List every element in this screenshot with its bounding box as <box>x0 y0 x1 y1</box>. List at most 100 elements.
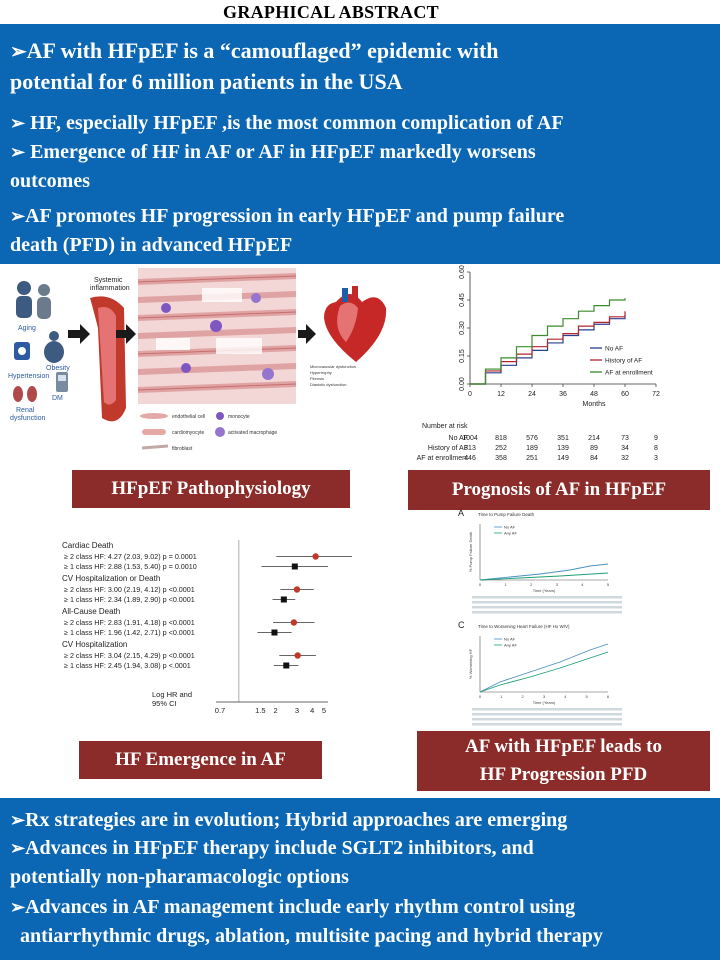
panel-x-tick: 3 <box>556 582 559 587</box>
risk-row-value: 252 <box>495 445 507 452</box>
bullet-common-complication: ➢ HF, especially HFpEF ,is the most comm… <box>10 112 564 134</box>
panel-y-label: % Pump Failure Death <box>468 532 473 572</box>
forest-group-title: All-Cause Death <box>62 607 120 616</box>
forest-x-tick: 5 <box>322 706 326 715</box>
events-table-row <box>472 713 622 716</box>
panel-legend: No AF <box>504 525 516 530</box>
hazard-ratio-point <box>291 563 298 570</box>
panel-legend: Any AF <box>504 531 517 536</box>
inflammation-label: inflammation <box>90 285 130 292</box>
panel-legend: Any AF <box>504 643 517 648</box>
obesity-icon <box>44 331 64 363</box>
hf-emergence-label: HF Emergence in AF <box>79 741 322 779</box>
forest-row-label: ≥ 1 class HF: 2.45 (1.94, 3.08) p <.0001 <box>64 661 191 670</box>
forest-x-tick: 4 <box>310 706 314 715</box>
outcome-fibrosis: Fibrosis <box>310 376 324 381</box>
forest-row-label: ≥ 1 class HF: 1.96 (1.42, 2.71) p <0.000… <box>64 628 195 637</box>
forest-group-title: CV Hospitalization <box>62 640 127 649</box>
panel-x-tick: 5 <box>607 582 610 587</box>
y-tick-label: 0.30 <box>459 321 466 335</box>
panel-letter: A <box>458 508 464 518</box>
x-tick-label: 60 <box>621 391 629 398</box>
risk-row-value: 358 <box>495 455 507 462</box>
myocardium-tissue-illustration <box>137 268 297 404</box>
x-tick-label: 36 <box>559 391 567 398</box>
hf-progression-label-line1: AF with HFpEF leads to <box>464 736 663 757</box>
panel-x-tick: 6 <box>607 694 610 699</box>
series-no-af <box>479 651 609 693</box>
risk-table-title: Number at risk <box>422 423 468 430</box>
forest-group-title: CV Hospitalization or Death <box>62 574 160 583</box>
outcome-hypertrophy: Hypertrophy <box>310 370 332 375</box>
events-table-row <box>472 708 622 711</box>
therapy-box: ➢Rx strategies are in evolution; Hybrid … <box>0 798 720 960</box>
blood-pressure-icon <box>14 342 30 360</box>
y-tick-label: 0.60 <box>459 265 466 279</box>
risk-obesity-label: Obesity <box>46 365 70 372</box>
forest-row-label: ≥ 1 class HF: 2.88 (1.53, 5.40) p = 0.00… <box>64 562 197 571</box>
x-tick-label: 72 <box>652 391 660 398</box>
series-any-af <box>479 643 609 693</box>
panel-x-label: Time (Years) <box>533 588 556 593</box>
forest-x-label: Log HR and <box>152 690 192 699</box>
prognosis-label: Prognosis of AF in HFpEF <box>408 470 710 510</box>
panel-title: Time to Pump Failure Death <box>478 512 535 517</box>
bullet-rx-strategies: ➢Rx strategies are in evolution; Hybrid … <box>10 809 568 831</box>
legend-endothelial: endothelial cell <box>172 414 205 420</box>
aging-icon <box>16 281 51 319</box>
risk-row-value: 139 <box>557 445 569 452</box>
hazard-ratio-point <box>280 596 287 603</box>
series-no-af <box>479 572 609 581</box>
legend-activated-macrophage: activated macrophage <box>228 430 277 436</box>
forest-row-label: ≥ 2 class HF: 2.83 (1.91, 4.18) p <0.000… <box>64 618 195 627</box>
x-axis-label: Months <box>583 401 606 408</box>
key-findings-box: ➢AF with HFpEF is a “camouflaged” epidem… <box>0 24 720 264</box>
risk-dm-label: DM <box>52 395 63 402</box>
y-tick-label: 0.45 <box>459 293 466 307</box>
forest-x-tick: 0.7 <box>215 706 225 715</box>
outcome-diastolic: Diastolic dysfunction <box>310 382 346 387</box>
panel-x-tick: 2 <box>530 582 533 587</box>
legend-label: No AF <box>605 346 623 353</box>
y-tick-label: 0.15 <box>459 349 466 363</box>
arrow-icon <box>298 324 316 344</box>
hf-emergence-forest-plot: Cardiac Death≥ 2 class HF: 4.27 (2.03, 9… <box>62 540 352 715</box>
risk-row-label: No AF <box>449 435 468 442</box>
risk-aging-label: Aging <box>18 325 36 332</box>
panel-legend: No AF <box>504 637 516 642</box>
outcome-microvascular: Microvascular dysfunction <box>310 364 356 369</box>
series-line-0 <box>470 314 626 385</box>
risk-row-value: 251 <box>526 455 538 462</box>
panel-x-tick: 3 <box>543 694 546 699</box>
hf-progression-label: AF with HFpEF leads to HF Progression PF… <box>417 731 710 791</box>
arrow-icon <box>116 324 136 344</box>
panel-x-label: Time (Years) <box>533 700 556 705</box>
risk-row-label: AF at enrollment <box>417 455 468 462</box>
risk-row-value: 3 <box>654 455 658 462</box>
y-tick-label: 0.00 <box>459 377 466 391</box>
forest-x-tick: 1.5 <box>255 706 265 715</box>
glucose-meter-icon <box>56 372 68 392</box>
series-any-af <box>479 563 609 581</box>
forest-x-tick: 3 <box>295 706 299 715</box>
risk-row-value: 149 <box>557 455 569 462</box>
panel-x-tick: 5 <box>586 694 589 699</box>
risk-renal-label: Renal <box>16 407 35 414</box>
panel-x-tick: 1 <box>500 694 503 699</box>
graphical-abstract-title: GRAPHICAL ABSTRACT <box>223 2 439 22</box>
hazard-ratio-point <box>290 619 298 626</box>
events-table-row <box>472 601 622 604</box>
risk-row-value: 89 <box>590 445 598 452</box>
hazard-ratio-point <box>293 586 301 593</box>
risk-row-value: 313 <box>464 445 476 452</box>
legend-fibroblast: fibroblast <box>172 446 193 452</box>
systemic-label: Systemic <box>94 277 123 284</box>
hazard-ratio-point <box>283 662 290 669</box>
risk-row-value: 73 <box>621 435 629 442</box>
forest-row-label: ≥ 1 class HF: 2.34 (1.89, 2.90) p <0.000… <box>64 595 195 604</box>
x-tick-label: 48 <box>590 391 598 398</box>
events-table-row <box>472 723 622 726</box>
cell-legend: endothelial cell monocyte cardiomyocyte … <box>140 412 277 452</box>
risk-row-value: 818 <box>495 435 507 442</box>
